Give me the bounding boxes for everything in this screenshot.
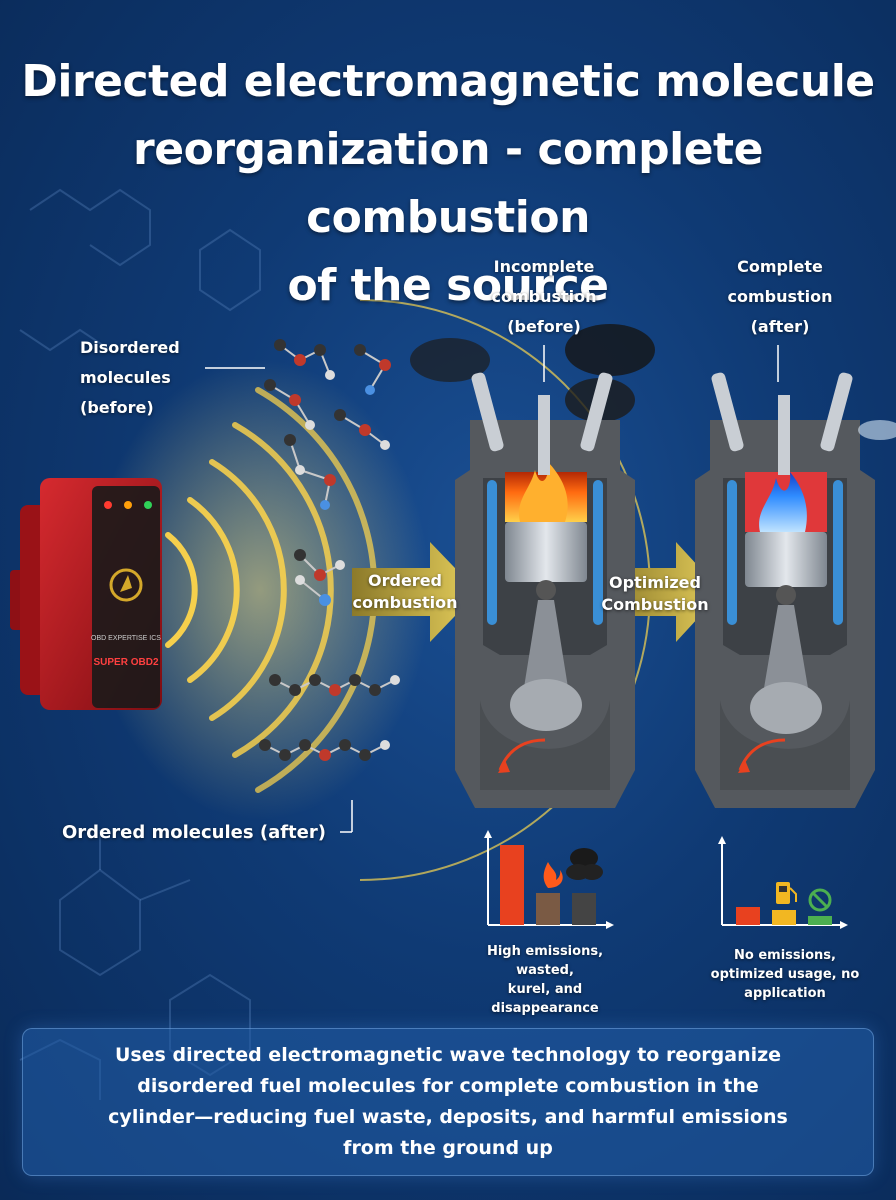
optimized-combustion-label: Optimized Combustion: [601, 573, 709, 614]
incomplete-combustion-label: Incomplete combustion (before): [491, 257, 597, 336]
fuel-pump-icon: [776, 882, 790, 904]
brand-logo-icon: [109, 568, 143, 602]
complete-combustion-label: Complete combustion (after): [727, 257, 833, 336]
after-chart-caption: No emissions, optimized usage, no applic…: [710, 948, 860, 1001]
flame-icon: [543, 862, 563, 888]
before-emissions-chart: [484, 830, 614, 929]
led-green: [144, 501, 152, 509]
ordered-molecules-label: Ordered molecules (after): [62, 822, 326, 843]
leader-lines: [205, 345, 779, 833]
title-line-2: reorganization - complete combustion: [133, 124, 763, 243]
smoke-cloud-icon: [410, 338, 490, 382]
title-line-3: of the source: [287, 260, 609, 311]
before-chart-caption: High emissions, wasted, kurel, and disap…: [486, 944, 604, 1016]
blue-flame-icon: [759, 472, 807, 532]
bar-deposits: [572, 893, 596, 925]
title-line-1: Directed electromagnetic molecule: [21, 56, 875, 107]
ordered-atoms: [259, 674, 400, 761]
bar-application: [808, 916, 832, 925]
bar-emissions: [736, 907, 760, 925]
page-title: Directed electromagnetic molecule reorga…: [10, 48, 886, 320]
device-small-text: OBD EXPERTISE ICS: [91, 635, 161, 642]
smoke-cloud-icon: [570, 848, 598, 868]
electromagnetic-waves: [165, 387, 378, 793]
no-symbol-icon: [808, 888, 832, 912]
obd-device: [10, 478, 162, 710]
bar-high-emissions: [500, 845, 524, 925]
device-brand-text: SUPER OBD2: [93, 657, 158, 668]
after-emissions-chart: [718, 836, 848, 929]
bar-usage: [772, 910, 796, 925]
flame-icon: [518, 462, 568, 522]
engine-after: [695, 372, 896, 808]
description-text: Uses directed electromagnetic wave techn…: [108, 1044, 788, 1159]
led-red: [104, 501, 112, 509]
engine-before: [410, 324, 655, 808]
disordered-atoms: [264, 339, 391, 606]
optimized-combustion-arrow: [606, 542, 722, 642]
ordered-combustion-label: Ordered combustion: [352, 571, 458, 612]
description-panel: [22, 1028, 874, 1176]
ordered-combustion-arrow: [352, 542, 478, 642]
disordered-molecules-label: Disordered molecules (before): [80, 338, 180, 417]
led-orange: [124, 501, 132, 509]
bar-wasted-fuel: [536, 893, 560, 925]
